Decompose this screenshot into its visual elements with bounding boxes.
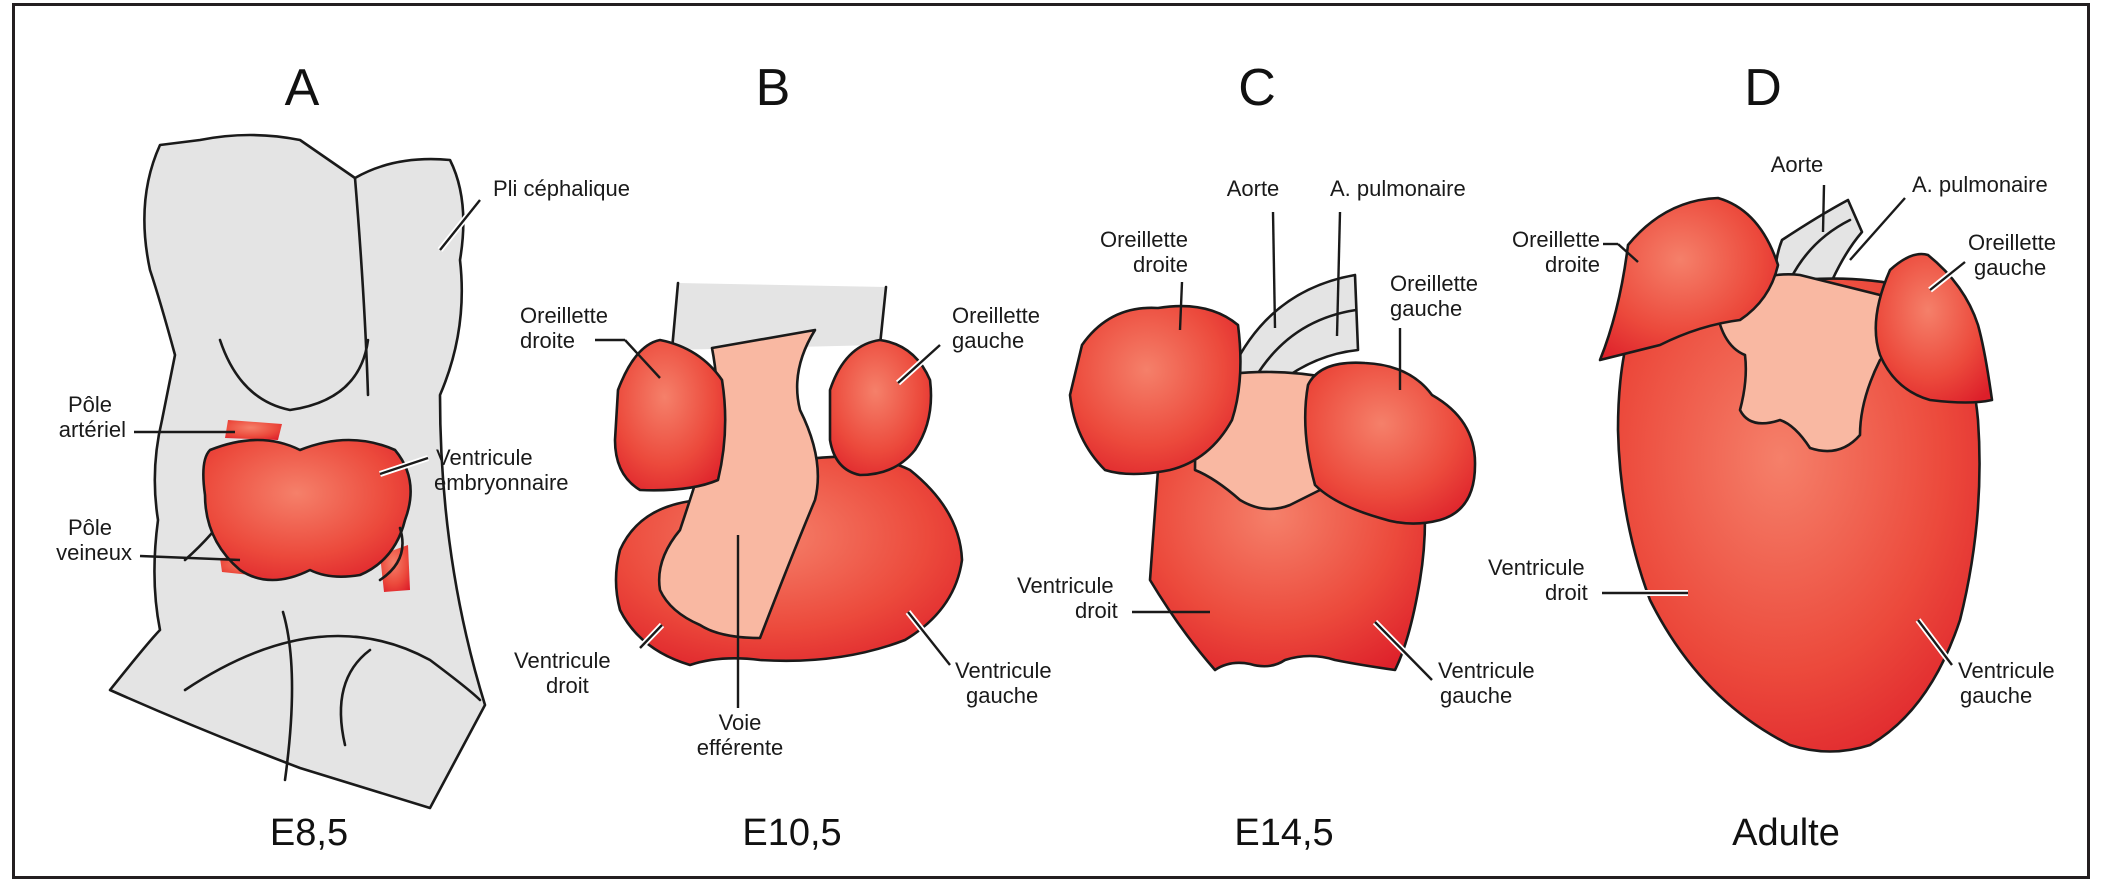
label-ventricule-embryonnaire: Ventricule embryonnaire bbox=[379, 445, 569, 495]
panel-letter-d: D bbox=[1744, 59, 1782, 117]
svg-text:embryonnaire: embryonnaire bbox=[434, 470, 569, 495]
embryo-line-4 bbox=[339, 648, 372, 747]
svg-text:gauche: gauche bbox=[1974, 255, 2046, 280]
label-pole-arteriel: Pôle artériel bbox=[59, 392, 235, 442]
panel-letter-a: A bbox=[285, 59, 320, 117]
label-ventricule-droit-c: Ventricule droit bbox=[1017, 573, 1210, 623]
oreillette-droite-c bbox=[1068, 304, 1242, 476]
label-a-pulmonaire-d: A. pulmonaire bbox=[1849, 172, 2048, 261]
svg-text:Pôle: Pôle bbox=[68, 392, 112, 417]
svg-text:gauche: gauche bbox=[1960, 683, 2032, 708]
label-ventricule-droit-d: Ventricule droit bbox=[1488, 555, 1688, 605]
ventricle-crease bbox=[378, 526, 404, 582]
stage-label-a: E8,5 bbox=[270, 812, 348, 854]
label-oreillette-gauche-c: Oreillette gauche bbox=[1390, 271, 1478, 390]
svg-text:Aorte: Aorte bbox=[1227, 176, 1280, 201]
outflow-gray-top bbox=[670, 283, 886, 350]
label-oreillette-droite-b: Oreillette droite bbox=[520, 303, 661, 379]
svg-text:droit: droit bbox=[1075, 598, 1118, 623]
svg-text:Aorte: Aorte bbox=[1771, 152, 1824, 177]
svg-text:Ventricule: Ventricule bbox=[1958, 658, 2055, 683]
panel-letter-b: B bbox=[756, 59, 791, 117]
svg-text:gauche: gauche bbox=[952, 328, 1024, 353]
oreillette-droite-d bbox=[1598, 196, 1780, 362]
panel-a: A Pli céphalique Pôle artériel Pôle vein… bbox=[56, 59, 630, 854]
svg-text:gauche: gauche bbox=[1440, 683, 1512, 708]
label-ventricule-gauche-b: Ventricule gauche bbox=[905, 610, 1052, 708]
panel-d: D Aorte A. pulmonaire Oreillette droite … bbox=[1488, 59, 2056, 854]
label-pli-cephalique: Pli céphalique bbox=[437, 176, 630, 252]
svg-text:droite: droite bbox=[520, 328, 575, 353]
svg-text:droit: droit bbox=[546, 673, 589, 698]
svg-text:gauche: gauche bbox=[966, 683, 1038, 708]
svg-text:droit: droit bbox=[1545, 580, 1588, 605]
label-oreillette-droite-c: Oreillette droite bbox=[1100, 227, 1188, 331]
svg-text:Ventricule: Ventricule bbox=[955, 658, 1052, 683]
svg-text:Oreillette: Oreillette bbox=[1100, 227, 1188, 252]
label-oreillette-gauche-b: Oreillette gauche bbox=[895, 303, 1040, 386]
svg-text:Ventricule: Ventricule bbox=[514, 648, 611, 673]
svg-text:Voie: Voie bbox=[719, 710, 762, 735]
svg-text:Pli céphalique: Pli céphalique bbox=[493, 176, 630, 201]
stage-label-b: E10,5 bbox=[742, 812, 841, 854]
svg-text:A. pulmonaire: A. pulmonaire bbox=[1330, 176, 1466, 201]
arterial-pole-shape bbox=[225, 420, 282, 440]
panel-b: B Oreillette droite Oreillette gauche Ve… bbox=[514, 59, 1052, 854]
svg-text:droite: droite bbox=[1133, 252, 1188, 277]
svg-text:A. pulmonaire: A. pulmonaire bbox=[1912, 172, 2048, 197]
label-ventricule-gauche-c: Ventricule gauche bbox=[1372, 619, 1535, 708]
label-voie-efferente: Voie efférente bbox=[697, 535, 783, 760]
panel-letter-c: C bbox=[1238, 59, 1276, 117]
oreillette-gauche-b bbox=[828, 338, 933, 477]
svg-text:Pôle: Pôle bbox=[68, 515, 112, 540]
svg-text:Oreillette: Oreillette bbox=[1390, 271, 1478, 296]
head-fold-line bbox=[353, 176, 370, 397]
svg-text:Ventricule: Ventricule bbox=[1017, 573, 1114, 598]
svg-text:Oreillette: Oreillette bbox=[952, 303, 1040, 328]
label-oreillette-gauche-d: Oreillette gauche bbox=[1928, 230, 2056, 293]
oreillette-gauche-c bbox=[1303, 361, 1477, 525]
oreillette-gauche-d bbox=[1874, 252, 1994, 404]
oreillette-droite-b bbox=[613, 338, 727, 492]
embryo-line-1 bbox=[218, 338, 370, 412]
svg-text:Oreillette: Oreillette bbox=[1968, 230, 2056, 255]
ventricles-d bbox=[1616, 277, 1981, 753]
stage-label-d: Adulte bbox=[1732, 812, 1840, 854]
panel-c: C Aorte A. pulmonaire Oreillette droite … bbox=[1017, 59, 1535, 854]
embryonic-ventricle bbox=[202, 438, 412, 582]
svg-text:artériel: artériel bbox=[59, 417, 126, 442]
svg-text:Oreillette: Oreillette bbox=[520, 303, 608, 328]
label-a-pulmonaire-c: A. pulmonaire bbox=[1330, 176, 1466, 337]
label-oreillette-droite-d: Oreillette droite bbox=[1512, 227, 1639, 277]
svg-text:Ventricule: Ventricule bbox=[1488, 555, 1585, 580]
label-pole-veineux: Pôle veineux bbox=[56, 515, 241, 565]
label-aorte-d: Aorte bbox=[1771, 152, 1826, 233]
svg-text:droite: droite bbox=[1545, 252, 1600, 277]
label-ventricule-gauche-d: Ventricule gauche bbox=[1915, 618, 2055, 708]
svg-text:Oreillette: Oreillette bbox=[1512, 227, 1600, 252]
svg-text:gauche: gauche bbox=[1390, 296, 1462, 321]
svg-text:efférente: efférente bbox=[697, 735, 783, 760]
label-ventricule-droit-b: Ventricule droit bbox=[514, 622, 665, 698]
svg-text:Ventricule: Ventricule bbox=[1438, 658, 1535, 683]
embryo-line-2 bbox=[183, 634, 482, 702]
svg-text:Ventricule: Ventricule bbox=[436, 445, 533, 470]
stage-label-c: E14,5 bbox=[1234, 812, 1333, 854]
svg-text:veineux: veineux bbox=[56, 540, 132, 565]
embryo-line-3 bbox=[281, 610, 294, 782]
label-aorte-c: Aorte bbox=[1227, 176, 1280, 329]
